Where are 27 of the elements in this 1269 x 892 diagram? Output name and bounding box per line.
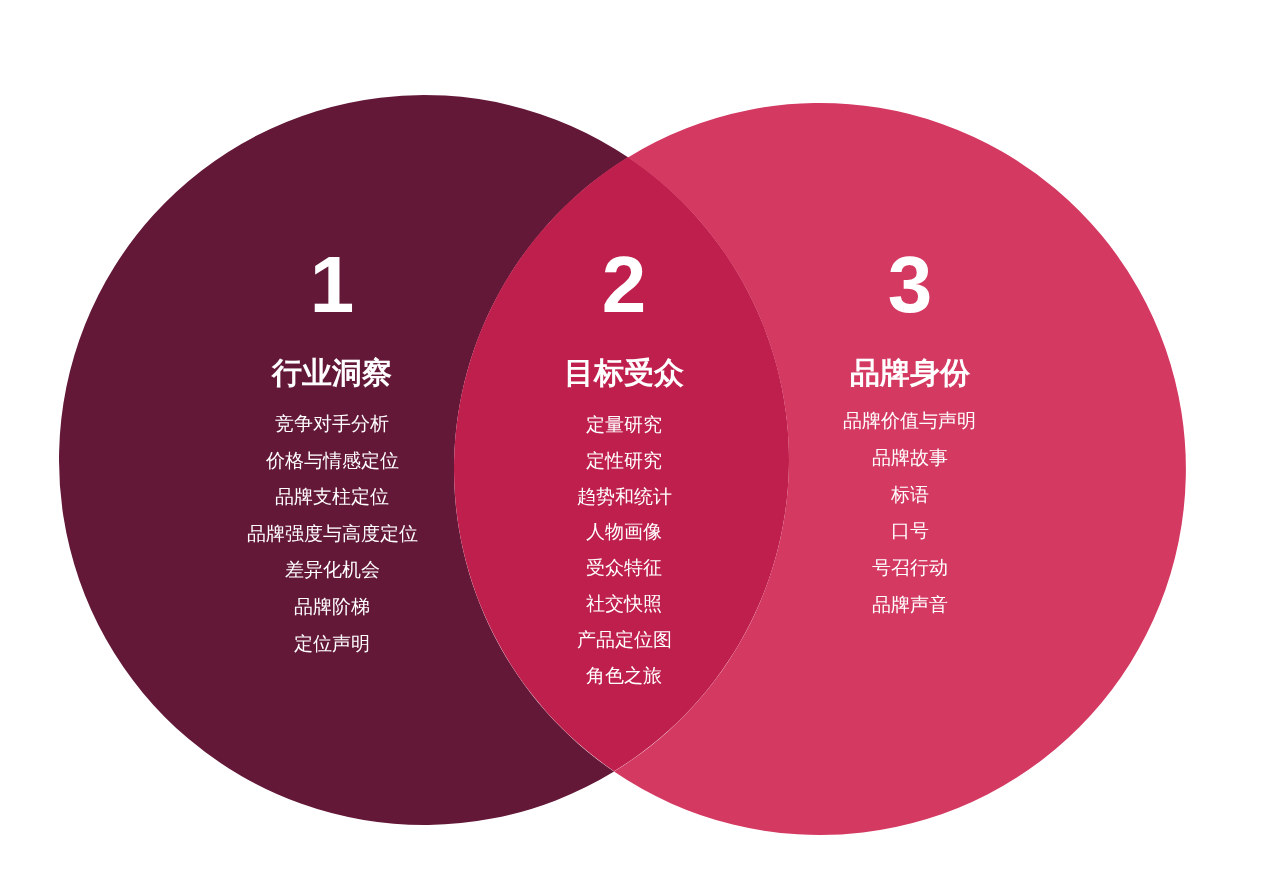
- section-number: 1: [309, 239, 355, 331]
- list-item: 定量研究: [586, 414, 662, 436]
- section-number: 3: [887, 239, 933, 331]
- section-heading: 品牌身份: [850, 355, 970, 391]
- list-item: 角色之旅: [586, 664, 662, 687]
- section-heading: 行业洞察: [272, 355, 392, 391]
- list-item: 品牌故事: [872, 446, 948, 469]
- list-item: 品牌阶梯: [294, 596, 370, 618]
- list-item: 品牌声音: [872, 594, 948, 616]
- list-item: 定性研究: [586, 449, 662, 472]
- list-item: 品牌强度与高度定位: [246, 522, 418, 545]
- list-item: 口号: [891, 520, 929, 543]
- list-item: 受众特征: [586, 557, 662, 580]
- list-item: 差异化机会: [284, 559, 380, 582]
- list-item: 价格与情感定位: [265, 449, 399, 472]
- list-item: 品牌价值与声明: [843, 410, 977, 432]
- list-item: 品牌支柱定位: [275, 486, 389, 509]
- section-number: 2: [601, 239, 647, 331]
- list-item: 趋势和统计: [576, 485, 672, 508]
- list-item: 产品定位图: [576, 628, 672, 651]
- list-item: 竞争对手分析: [275, 413, 389, 435]
- list-item: 人物画像: [586, 521, 662, 544]
- list-item: 社交快照: [586, 593, 662, 615]
- section-heading: 目标受众: [564, 355, 684, 391]
- list-item: 标语: [891, 483, 929, 506]
- list-item: 定位声明: [294, 632, 370, 655]
- list-item: 号召行动: [872, 557, 948, 580]
